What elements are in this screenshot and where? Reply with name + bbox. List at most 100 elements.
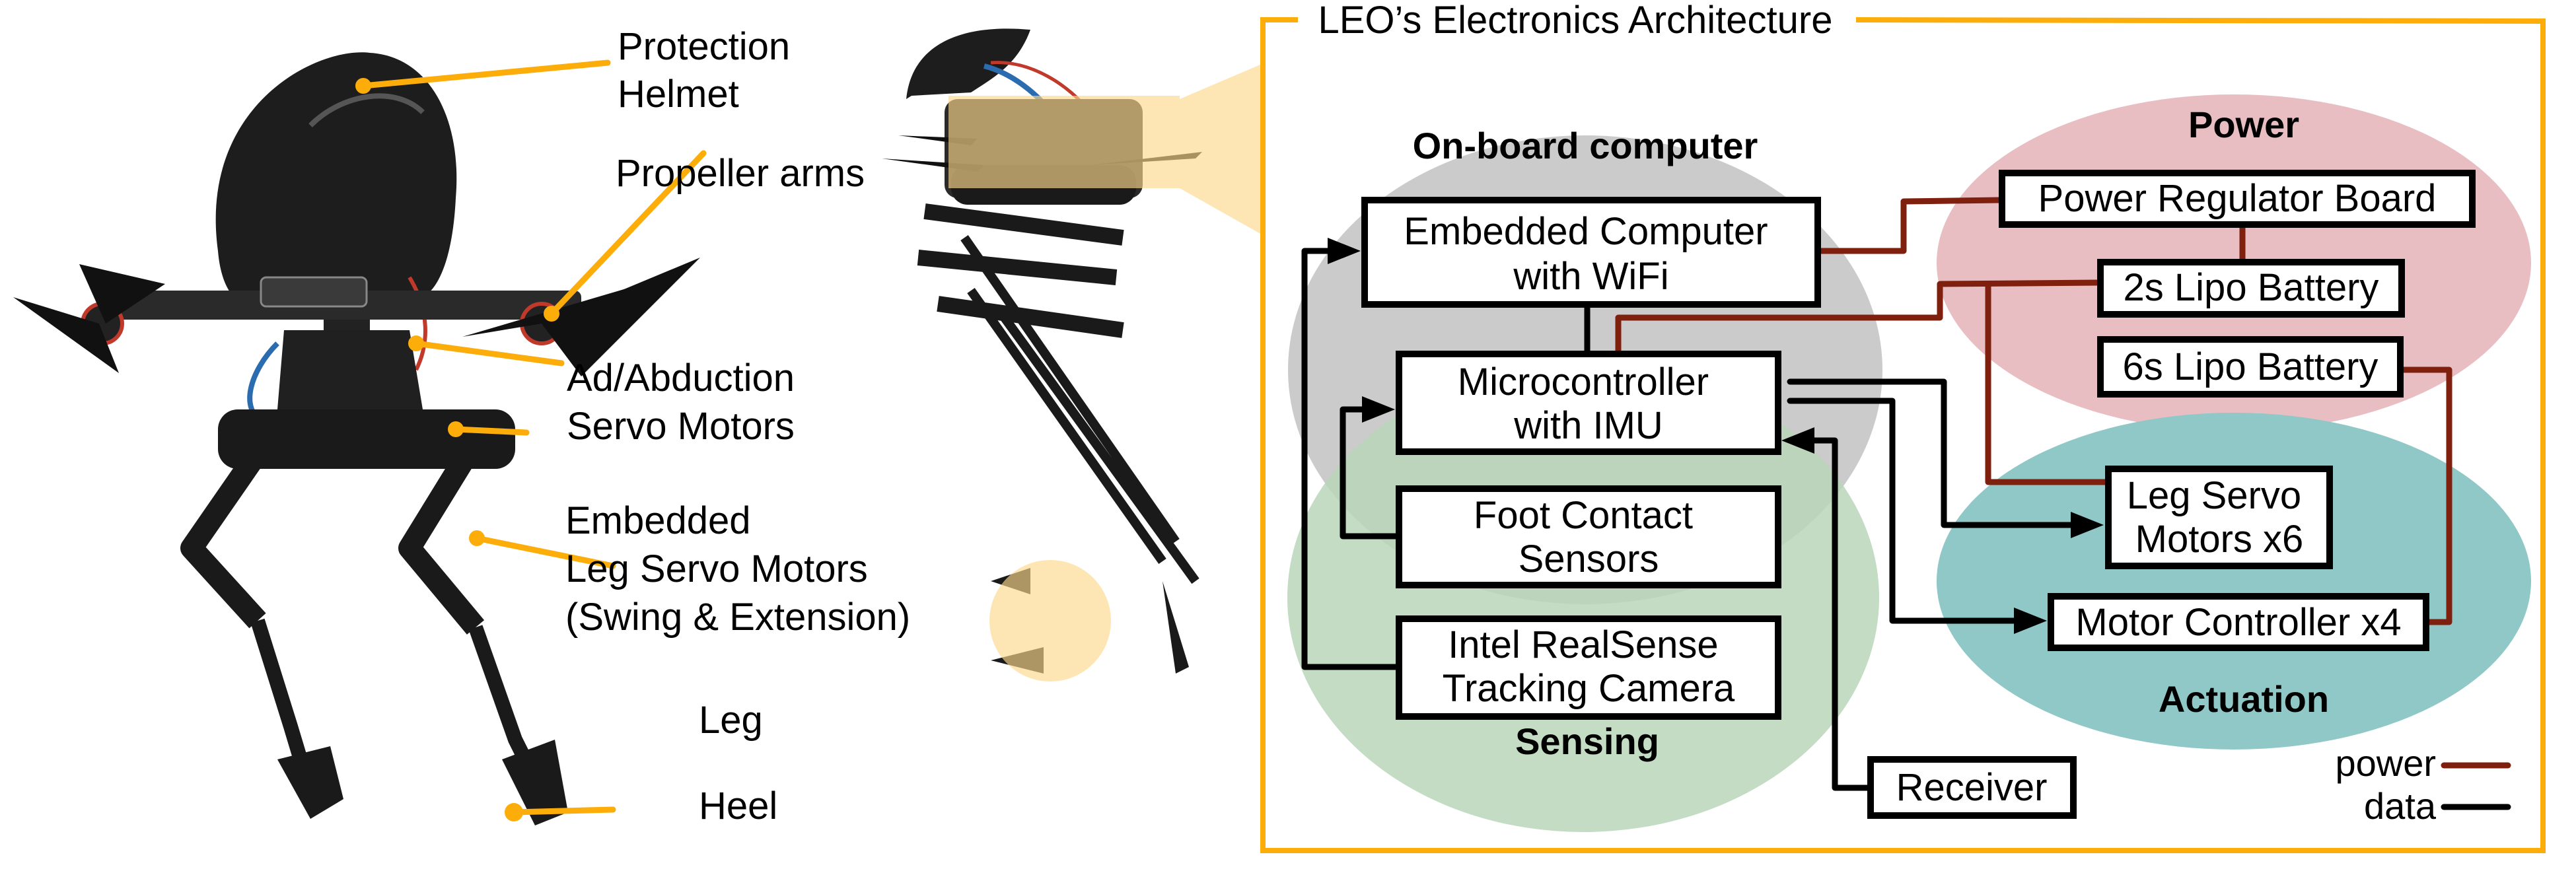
propeller-right-b — [542, 258, 700, 376]
box-leg-servo-line1: Leg Servo — [2127, 474, 2301, 517]
box-receiver-rect — [1867, 756, 2077, 819]
arrow-into-microcontroller-left — [1362, 396, 1395, 423]
propeller-left-a — [13, 297, 119, 373]
box-lipo-6s-rect — [2097, 336, 2404, 398]
arrow-into-microcontroller-right — [1781, 427, 1814, 454]
box-realsense: Intel RealSense Tracking Camera — [1396, 615, 1781, 720]
arrow-into-computer — [1328, 238, 1361, 264]
box-foot-contact-line1: Foot Contact — [1474, 494, 1693, 537]
box-receiver-label: Receiver — [1896, 766, 2048, 809]
box-receiver: Receiver — [1867, 756, 2077, 819]
box-microcontroller-label: Microcontroller with IMU — [1458, 361, 1719, 447]
callout-propeller-line1: Propeller arms — [616, 152, 865, 195]
callout-legservo-line3: (Swing & Extension) — [565, 596, 910, 639]
callout-propeller: Propeller arms — [616, 152, 865, 195]
box-embedded-computer-label: Embedded Computer with WiFi — [1404, 210, 1778, 298]
side-helmet — [906, 28, 1030, 99]
robot-torso — [277, 330, 423, 429]
box-motor-controller: Motor Controller x4 — [2048, 593, 2429, 651]
leader-propeller — [548, 150, 707, 317]
leader-legservo — [452, 426, 530, 436]
box-microcontroller-line1: Microcontroller — [1458, 361, 1709, 403]
box-lipo-2s-rect — [2097, 259, 2405, 318]
group-actuation — [1937, 413, 2531, 750]
box-leg-servo: Leg Servo Motors x6 — [2105, 466, 2333, 569]
box-realsense-line1: Intel RealSense — [1448, 623, 1718, 666]
box-realsense-rect — [1396, 615, 1781, 720]
callout-heel: Heel — [699, 785, 777, 827]
callout-heel-line1: Heel — [699, 785, 777, 827]
callout-leg-line1: Leg — [699, 699, 763, 742]
box-lipo-2s-label: 2s Lipo Battery — [2124, 266, 2379, 309]
box-embedded-computer: Embedded Computer with WiFi — [1361, 197, 1821, 308]
leader-dot-heel — [505, 803, 523, 821]
box-lipo-6s: 6s Lipo Battery — [2097, 336, 2404, 398]
box-realsense-label: Intel RealSense Tracking Camera — [1443, 623, 1735, 710]
box-realsense-line2: Tracking Camera — [1443, 667, 1735, 710]
power-line-2s-legservo — [1985, 281, 2109, 485]
callout-leg: Leg — [699, 699, 763, 742]
power-line-2s-microcontroller — [1615, 279, 2101, 355]
propeller-left-b — [79, 264, 165, 324]
leader-adabduction — [413, 340, 565, 367]
group-label-actuation: Actuation — [2159, 678, 2329, 720]
box-microcontroller: Microcontroller with IMU — [1396, 351, 1781, 455]
box-microcontroller-line2: with IMU — [1513, 404, 1663, 447]
legend-power-label: power — [2335, 742, 2436, 784]
box-leg-servo-label: Leg Servo Motors x6 — [2127, 474, 2312, 561]
leader-dot-propeller — [544, 306, 559, 322]
box-foot-contact-rect — [1396, 485, 1781, 588]
callout-legservo: Embedded Leg Servo Motors (Swing & Exten… — [565, 499, 910, 639]
diagram-title: LEO’s Electronics Architecture — [1318, 0, 1832, 42]
callout-adabduction: Ad/Abduction Servo Motors — [567, 357, 805, 448]
data-connections — [1301, 238, 2104, 791]
data-line-receiver-microcontroller — [1803, 437, 1871, 791]
helmet-highlight — [308, 93, 425, 127]
arrow-into-motorctrl — [2014, 608, 2047, 634]
leader-helmet — [360, 59, 611, 89]
callout-legservo-line1: Embedded — [565, 499, 751, 542]
legend-data-label: data — [2364, 785, 2437, 827]
leader-dot-leg — [469, 530, 485, 546]
box-leg-servo-line2: Motors x6 — [2135, 518, 2304, 561]
wire-red — [408, 276, 427, 371]
box-embedded-computer-line1: Embedded Computer — [1404, 210, 1768, 253]
diagram-frame — [1260, 17, 2546, 853]
box-microcontroller-rect — [1396, 351, 1781, 455]
data-line-realsense-computer — [1301, 248, 1400, 670]
box-leg-servo-rect — [2105, 466, 2333, 569]
leader-dot-adabduction — [408, 335, 424, 351]
arrow-into-legservo — [2071, 512, 2104, 538]
box-foot-contact-line2: Sensors — [1519, 538, 1659, 580]
box-embedded-computer-rect — [1361, 197, 1821, 308]
robot-front-photo — [13, 52, 700, 825]
robot-side-photo — [882, 28, 1262, 681]
box-embedded-computer-line2: with WiFi — [1513, 255, 1668, 298]
box-foot-contact: Foot Contact Sensors — [1396, 485, 1781, 588]
helmet-shape — [215, 52, 457, 310]
leg-right-upper — [398, 456, 485, 635]
robot-hip-body — [218, 409, 515, 469]
box-lipo-2s: 2s Lipo Battery — [2097, 259, 2405, 318]
box-motor-controller-label: Motor Controller x4 — [2075, 601, 2401, 644]
callout-helmet: Protection Helmet — [618, 25, 801, 116]
legend: power data — [2335, 742, 2511, 827]
box-power-regulator-label: Power Regulator Board — [2038, 177, 2437, 220]
leg-left-upper — [180, 456, 266, 629]
power-line-computer-regulator — [1810, 197, 2003, 254]
power-connections — [1615, 197, 2452, 625]
callout-legservo-line2: Leg Servo Motors — [565, 547, 868, 590]
foot-contact-highlight — [989, 560, 1111, 681]
box-motor-controller-rect — [2048, 593, 2429, 651]
leader-leg — [474, 535, 616, 569]
architecture-diagram: LEO’s Electronics Architecture On-board … — [1260, 0, 2546, 853]
callout-helmet-line2: Helmet — [618, 73, 739, 116]
power-line-6s-motorctrl — [2398, 367, 2452, 625]
highlight-projection — [1180, 64, 1262, 234]
leader-dot-helmet — [355, 78, 371, 94]
leader-dot-legservo — [448, 421, 464, 437]
group-label-onboard: On-board computer — [1413, 125, 1758, 166]
data-line-microcontroller-legservo — [1787, 378, 2084, 528]
group-label-power: Power — [2188, 104, 2299, 145]
